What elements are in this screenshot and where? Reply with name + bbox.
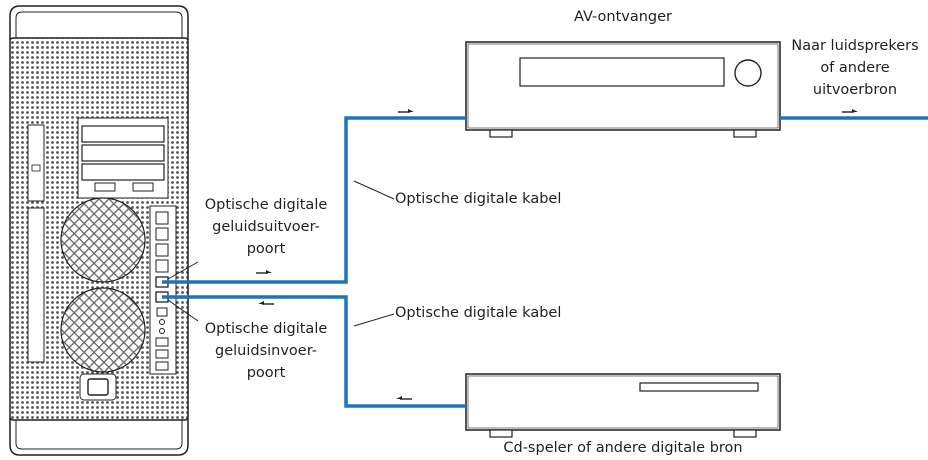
arrow-right-icon	[398, 109, 414, 113]
speaker-output-label-line-2: of andere	[820, 60, 890, 76]
speaker-output-label: Naar luidsprekers of andere uitvoerbron	[782, 35, 928, 101]
speaker-output-label-line-3: uitvoerbron	[812, 82, 898, 98]
optical-cables	[162, 116, 928, 408]
arrow-right-icon	[256, 270, 272, 274]
optical-cable-bottom-label: Optische digitale kabel	[395, 302, 561, 324]
cd-player-icon	[465, 373, 781, 438]
audio-in-port-label: Optische digitale geluidsinvoer- poort	[192, 318, 340, 384]
audio-in-port-label-line-3: poort	[246, 365, 286, 381]
arrow-left-icon	[258, 301, 274, 305]
optical-cable-top-label: Optische digitale kabel	[395, 188, 561, 210]
signal-arrows	[256, 109, 858, 400]
speaker-output-label-line-1: Naar luidsprekers	[791, 38, 919, 54]
av-receiver-label: AV-ontvanger	[568, 6, 678, 28]
mac-pro-tower-icon	[9, 5, 189, 456]
audio-out-port-label: Optische digitale geluidsuitvoer- poort	[192, 194, 340, 260]
audio-out-port-label-line-1: Optische digitale	[204, 197, 328, 213]
optical-cable-out	[162, 116, 466, 284]
audio-out-port-label-line-2: geluidsuitvoer-	[212, 219, 320, 235]
optical-cable-bottom-label-text: Optische digitale kabel	[395, 305, 562, 321]
leader-lines	[167, 180, 395, 327]
cd-player-label: Cd-speler of andere digitale bron	[470, 437, 776, 459]
av-receiver-label-text: AV-ontvanger	[573, 9, 673, 25]
optical-cable-in	[162, 295, 466, 408]
arrow-left-icon	[396, 396, 412, 400]
av-receiver-icon	[465, 41, 781, 138]
cd-player-label-text: Cd-speler of andere digitale bron	[503, 440, 743, 456]
audio-in-port-label-line-1: Optische digitale	[204, 321, 328, 337]
arrow-right-icon	[842, 109, 858, 113]
audio-out-port-label-line-3: poort	[246, 241, 286, 257]
optical-cable-top-label-text: Optische digitale kabel	[395, 191, 562, 207]
audio-in-port-label-line-2: geluidsinvoer-	[215, 343, 317, 359]
